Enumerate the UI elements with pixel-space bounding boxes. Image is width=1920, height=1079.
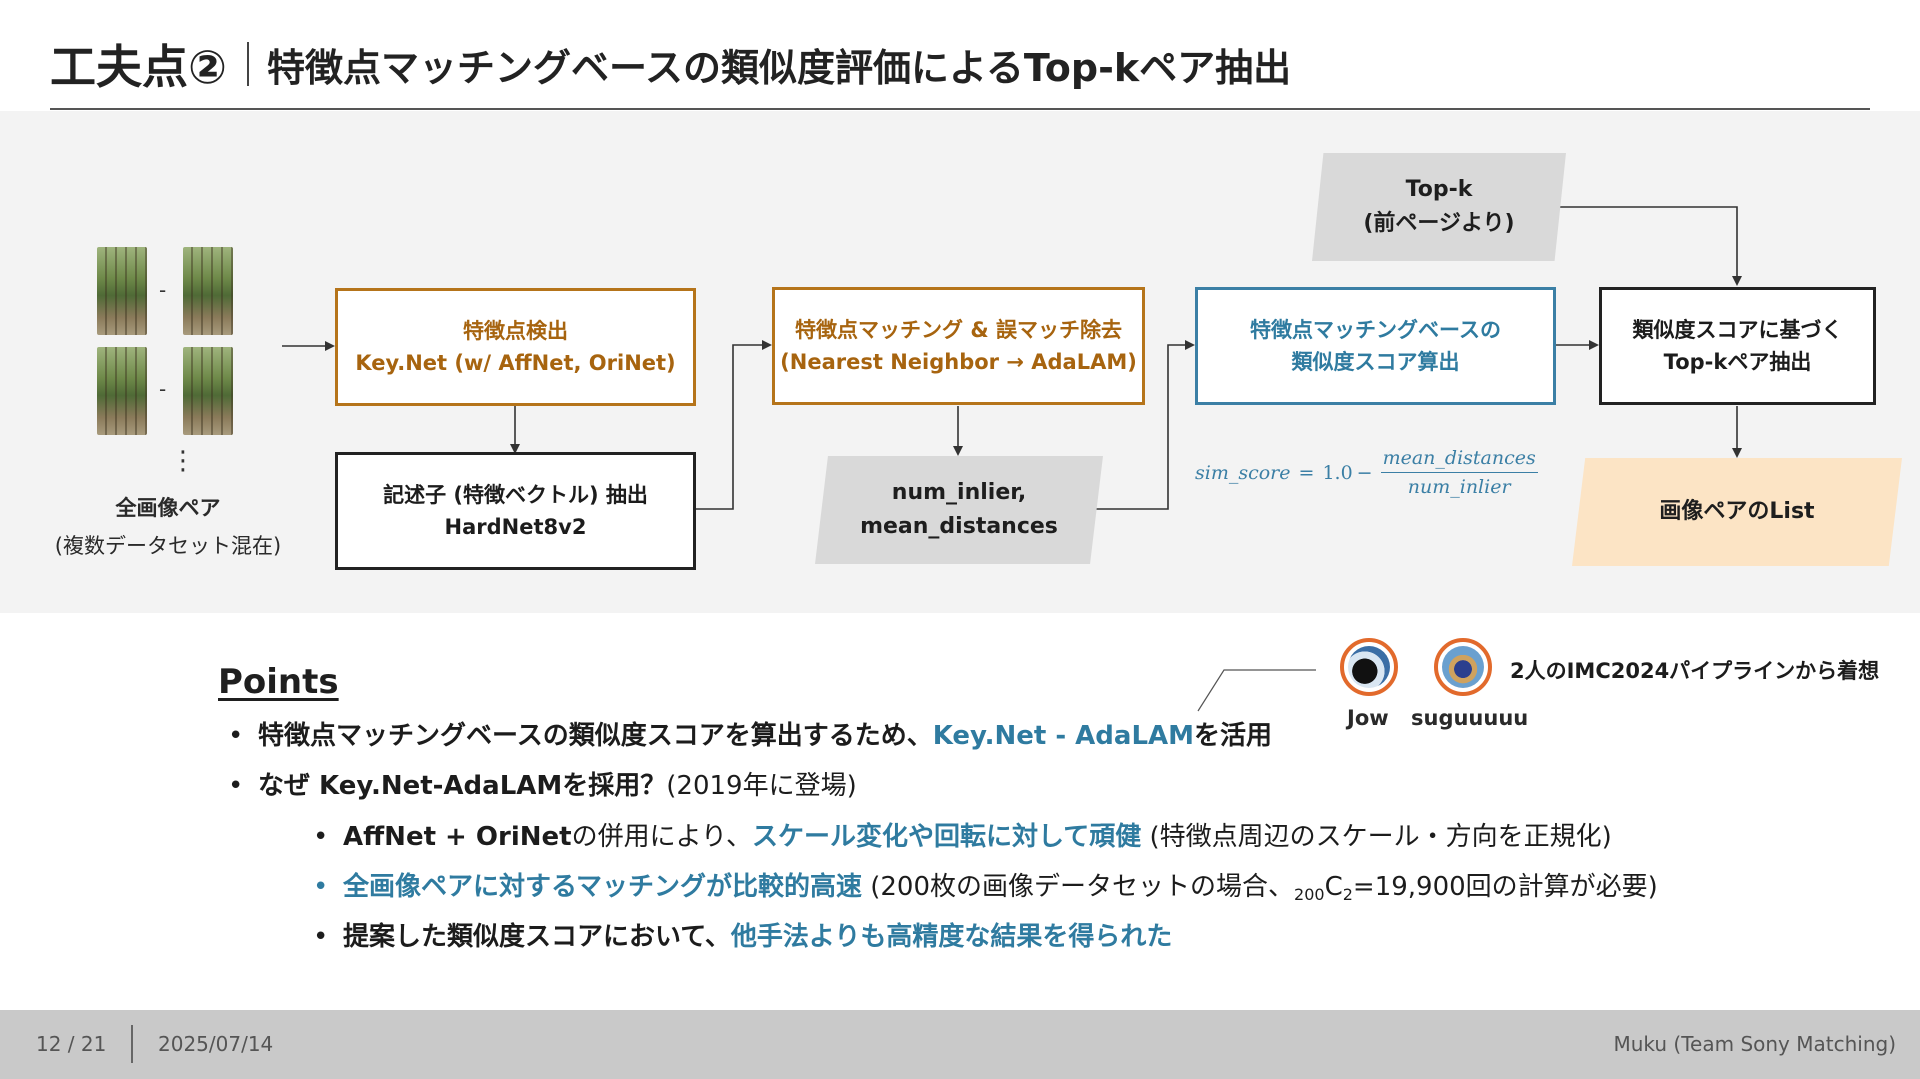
pipeline-diagram: - - ⋮ 全画像ペア (複数データセット混在) 特徴点検出 Key.Net (… bbox=[0, 111, 1920, 613]
bullet-dot: • bbox=[228, 771, 244, 801]
matching-box: 特徴点マッチング & 誤マッチ除去 (Nearest Neighbor → Ad… bbox=[772, 287, 1145, 405]
arrow-descriptor-to-matching bbox=[695, 340, 772, 510]
topk-input-line1: Top-k bbox=[1405, 177, 1473, 202]
image-thumbnail bbox=[97, 247, 147, 335]
inspiration-note: 2人のIMC2024パイプラインから着想 bbox=[1510, 659, 1880, 683]
detect-box-title: 特徴点検出 bbox=[463, 319, 568, 343]
match-output-line2: mean_distances bbox=[860, 514, 1058, 539]
image-thumbnail bbox=[97, 347, 147, 435]
avatar-jow bbox=[1340, 638, 1398, 696]
score-box-title: 特徴点マッチングベースの bbox=[1250, 318, 1501, 342]
image-pair-list-output: 画像ペアのList bbox=[1572, 458, 1902, 566]
sub-bullet-item: •AffNet + OriNetの併用により、スケール変化や回転に対して頑健 (… bbox=[313, 819, 1612, 855]
topk-extraction-box: 類似度スコアに基づく Top-kペア抽出 bbox=[1599, 287, 1876, 405]
formula-fraction: mean_distances num_inlier bbox=[1380, 447, 1538, 498]
image-thumbnail bbox=[183, 247, 233, 335]
formula-lhs: sim_score bbox=[1195, 461, 1291, 484]
match-output-line1: num_inlier, bbox=[891, 480, 1027, 505]
match-output-data: num_inlier, mean_distances bbox=[815, 456, 1103, 564]
pair-dash: - bbox=[159, 278, 167, 302]
formula-denominator: num_inlier bbox=[1407, 476, 1511, 498]
extract-box-subtitle: Top-kペア抽出 bbox=[1663, 350, 1812, 374]
sub-bullet-item: •全画像ペアに対するマッチングが比較的高速 (200枚の画像データセットの場合、… bbox=[313, 869, 1658, 913]
flow-arrows bbox=[282, 206, 1742, 510]
author-name-suguuuuu: suguuuuu bbox=[1411, 706, 1529, 730]
formula-constant: 1.0 bbox=[1322, 461, 1353, 484]
bullet-dot: • bbox=[313, 922, 329, 952]
title-underline bbox=[50, 108, 1870, 110]
formula-equals: = bbox=[1298, 461, 1315, 484]
input-label-title: 全画像ペア bbox=[115, 496, 221, 520]
slide-title: 工夫点② 特徴点マッチングベースの類似度評価によるTop-kペア抽出 bbox=[50, 28, 1291, 100]
presentation-date: 2025/07/14 bbox=[158, 1032, 274, 1056]
extract-box-title: 類似度スコアに基づく bbox=[1632, 318, 1843, 342]
detect-box-method: Key.Net (w/ AffNet, OriNet) bbox=[355, 351, 676, 375]
topk-input-data: Top-k (前ページより) bbox=[1312, 153, 1566, 261]
matching-box-method: (Nearest Neighbor → AdaLAM) bbox=[780, 350, 1137, 374]
title-main: 工夫点② bbox=[50, 40, 227, 94]
bullet-dot: • bbox=[313, 872, 329, 902]
bullet-item: •なぜ Key.Net-AdaLAMを採用？(2019年に登場) bbox=[228, 768, 857, 804]
bullet-dot: • bbox=[313, 822, 329, 852]
avatar-suguuuuu bbox=[1434, 638, 1492, 696]
title-divider bbox=[246, 42, 249, 86]
output-label: 画像ペアのList bbox=[1659, 499, 1815, 524]
title-subtitle: 特徴点マッチングベースの類似度評価によるTop-kペア抽出 bbox=[266, 45, 1292, 90]
formula-numerator: mean_distances bbox=[1380, 447, 1538, 473]
slide-footer: 12 / 21 2025/07/14 Muku (Team Sony Match… bbox=[0, 1010, 1920, 1079]
sub-bullet-item: •提案した類似度スコアにおいて、他手法よりも高精度な結果を得られた bbox=[313, 919, 1172, 955]
topk-input-line2: (前ページより) bbox=[1363, 211, 1515, 236]
keypoint-detection-box: 特徴点検出 Key.Net (w/ AffNet, OriNet) bbox=[335, 288, 696, 406]
arrow-output-to-score bbox=[1094, 340, 1195, 510]
bullet-item: •特徴点マッチングベースの類似度スコアを算出するため、Key.Net - Ada… bbox=[228, 718, 1272, 754]
descriptor-box-method: HardNet8v2 bbox=[444, 515, 587, 539]
score-box-subtitle: 類似度スコア算出 bbox=[1291, 350, 1460, 374]
input-label-note: (複数データセット混在) bbox=[54, 534, 282, 558]
image-thumbnail bbox=[183, 347, 233, 435]
presenter-name: Muku (Team Sony Matching) bbox=[1613, 1032, 1896, 1056]
pair-dash: - bbox=[159, 377, 167, 401]
similarity-score-box: 特徴点マッチングベースの 類似度スコア算出 bbox=[1195, 287, 1556, 405]
input-label: 全画像ペア (複数データセット混在) bbox=[38, 489, 298, 565]
bullet-dot: • bbox=[228, 721, 244, 751]
formula-minus: − bbox=[1356, 461, 1373, 484]
similarity-formula: sim_score = 1.0 − mean_distances num_inl… bbox=[1195, 447, 1538, 498]
points-heading: Points bbox=[218, 662, 339, 702]
page-number: 12 / 21 bbox=[36, 1032, 107, 1056]
descriptor-extraction-box: 記述子 (特徴ベクトル) 抽出 HardNet8v2 bbox=[335, 452, 696, 570]
matching-box-title: 特徴点マッチング & 誤マッチ除去 bbox=[795, 318, 1122, 342]
footer-divider bbox=[131, 1025, 133, 1063]
arrow-topk-to-extract bbox=[1553, 206, 1742, 286]
descriptor-box-title: 記述子 (特徴ベクトル) 抽出 bbox=[383, 483, 648, 507]
author-name-jow: Jow bbox=[1347, 706, 1389, 730]
